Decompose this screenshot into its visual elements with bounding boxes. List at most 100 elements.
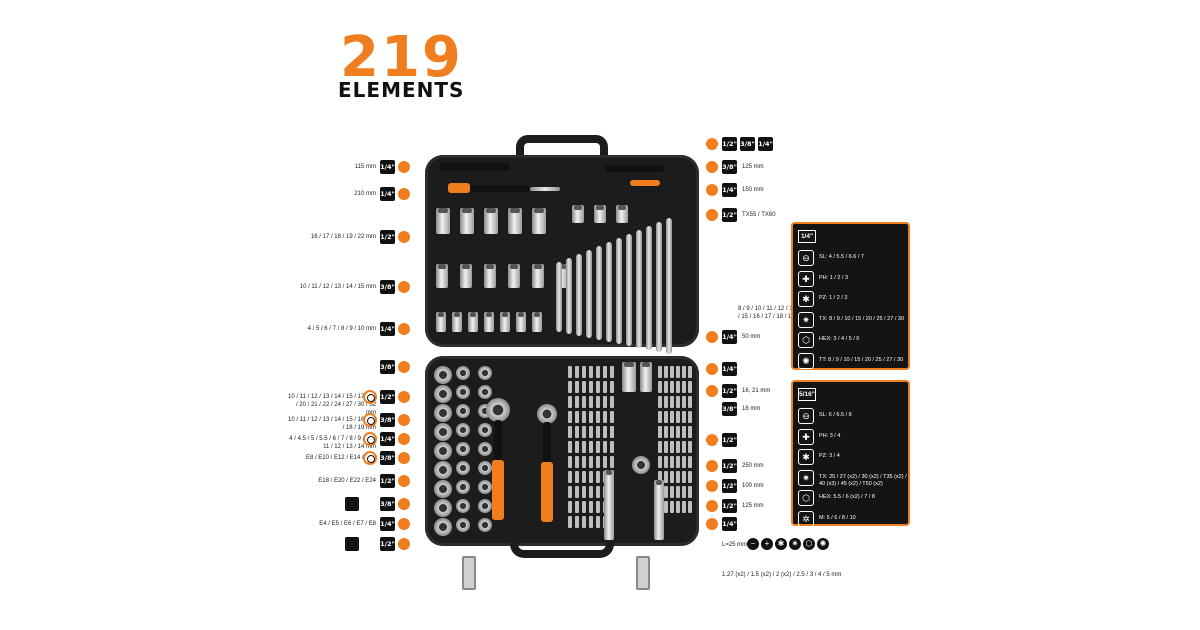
socket-top-view [456, 366, 470, 380]
socket-top-view [478, 385, 492, 399]
socket [460, 208, 474, 234]
drive-size-badge: 1/4" [722, 362, 737, 376]
bit-panel-five-sixteenth-inch: 5/16" ⊖SL: 6 / 6.5 / 8✚PH: 3 / 4✱PZ: 3 /… [791, 380, 910, 527]
bit [603, 366, 607, 378]
socket [500, 312, 510, 332]
connector-dot [398, 161, 410, 173]
bit [676, 396, 680, 408]
panel-head: 5/16" [798, 388, 816, 401]
bit [568, 411, 572, 423]
connector-dot [706, 460, 718, 472]
bit [582, 501, 586, 513]
bit [676, 381, 680, 393]
drive-size-badge: 1/2" [722, 459, 737, 473]
socket [532, 264, 544, 288]
bit [676, 441, 680, 453]
bit [589, 441, 593, 453]
bit [596, 366, 600, 378]
bit [688, 441, 692, 453]
socket-top-view [434, 385, 452, 403]
bit [688, 396, 692, 408]
bit [682, 381, 686, 393]
bit [568, 456, 572, 468]
socket-top-view [456, 442, 470, 456]
bit [589, 471, 593, 483]
bit [568, 396, 572, 408]
socket [436, 312, 446, 332]
bit [575, 411, 579, 423]
socket-top-view [434, 423, 452, 441]
connector-dot [706, 209, 718, 221]
drive-size-badge: 1/2" [722, 479, 737, 493]
size-label: 4 / 5 / 6 / 7 / 8 / 9 / 10 mm [307, 326, 376, 332]
torx-bit-icon: ✷ [798, 469, 814, 486]
drive-size-badge: 3/8" [380, 497, 395, 511]
bit [670, 426, 674, 438]
slot-bit-icon: − [747, 538, 759, 550]
size-label: 50 mm [742, 334, 761, 340]
bit [670, 366, 674, 378]
socket-top-view [456, 518, 470, 532]
title-count: 219 [340, 25, 463, 90]
bit [682, 486, 686, 498]
bit [603, 411, 607, 423]
combination-wrench [656, 222, 662, 352]
drive-size-badge: 3/8" [380, 451, 395, 465]
hex-bit-icon: ⬡ [798, 490, 814, 506]
connector-dot [398, 452, 410, 464]
socket-top-view [478, 518, 492, 532]
combination-wrench [596, 246, 602, 340]
phillips-bit-icon: ✚ [798, 270, 814, 287]
size-label: 8 / 9 / 10 / 11 / 12 / 13 / 14 / 15 / 16… [738, 306, 808, 320]
bit [688, 501, 692, 513]
bit [670, 501, 674, 513]
bit [603, 426, 607, 438]
socket-top-view [456, 404, 470, 418]
socket-top-view [478, 461, 492, 475]
bit [568, 441, 572, 453]
bit [582, 426, 586, 438]
bit [658, 381, 662, 393]
drive-size-badge: 1/4" [722, 517, 737, 531]
phillips-bit-icon: ✚ [798, 428, 814, 445]
bit [664, 396, 668, 408]
bit [603, 456, 607, 468]
bit [596, 396, 600, 408]
bit [682, 456, 686, 468]
panel-row-text: SL: 4 / 5.5 / 6.6 / 7 [819, 254, 864, 260]
drive-size-badge: 1/4" [722, 330, 737, 344]
bit [568, 366, 572, 378]
bit [664, 411, 668, 423]
bit [568, 471, 572, 483]
bit [682, 441, 686, 453]
bit [610, 396, 614, 408]
size-label: 125 mm [742, 164, 764, 170]
size-label: L=25 mm [722, 542, 748, 548]
size-label: E4 / E5 / E6 / E7 / E8 [319, 521, 376, 527]
connector-dot [706, 363, 718, 375]
bit [568, 426, 572, 438]
socket [532, 312, 542, 332]
bit [589, 426, 593, 438]
connector-dot [706, 518, 718, 530]
slotted-bit-icon: ⊖ [798, 408, 814, 424]
bit [575, 486, 579, 498]
bit [582, 486, 586, 498]
bit [582, 366, 586, 378]
torx-bit-icon: ✷ [798, 311, 814, 328]
connector-dot [706, 385, 718, 397]
bit [596, 381, 600, 393]
size-label: 250 mm [742, 463, 764, 469]
bit [670, 441, 674, 453]
drive-size-badge: 1/2" [722, 433, 737, 447]
bit [664, 486, 668, 498]
case-bottom [425, 356, 699, 546]
tamper-torx-bit-icon: ✺ [798, 352, 814, 369]
torx-plus-bit-icon: ✺ [817, 538, 829, 550]
connector-dot [398, 433, 410, 445]
drive-size-badge: 3/8" [380, 280, 395, 294]
bit [589, 456, 593, 468]
drive-size-badge: 1/2" [722, 208, 737, 222]
socket-type-icon [363, 413, 377, 427]
combination-wrench [586, 250, 592, 338]
